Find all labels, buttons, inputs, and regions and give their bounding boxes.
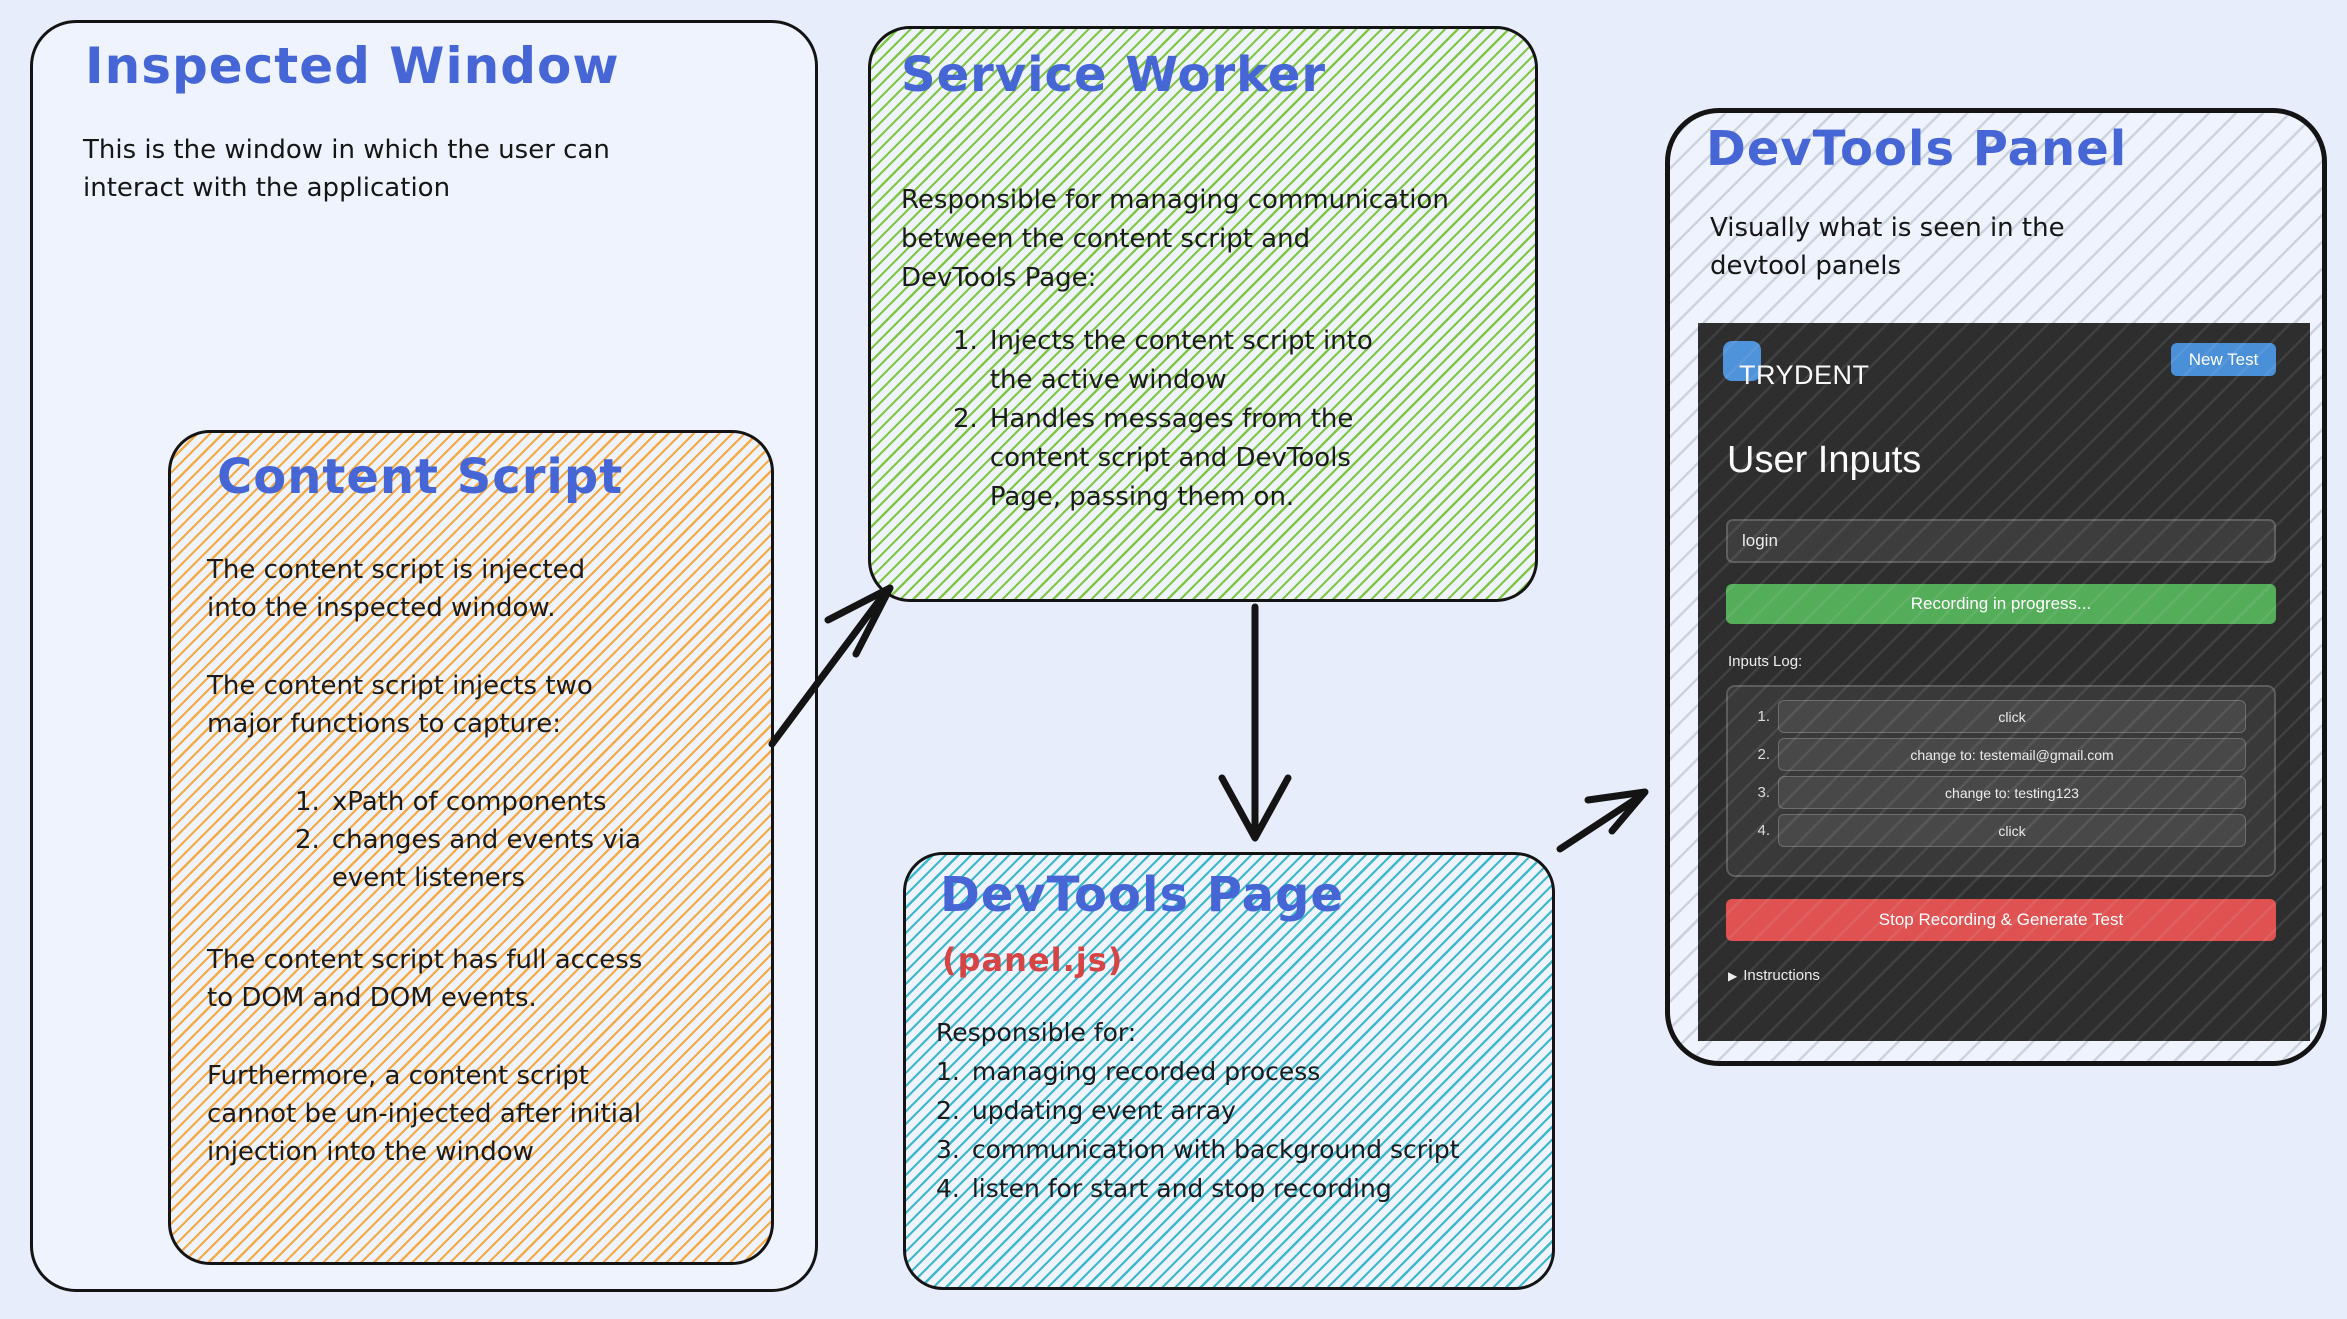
devtools-page-subtitle: (panel.js)	[942, 941, 1124, 979]
new-test-button[interactable]: New Test	[2171, 343, 2276, 376]
service-worker-intro: Responsible for managing communication b…	[901, 185, 1449, 293]
devtools-page-box: DevTools Page (panel.js) Responsible for…	[903, 852, 1555, 1290]
arrow-devtools-page-to-devtools-panel	[1556, 788, 1649, 853]
log-entry: click	[1778, 700, 2246, 733]
list-item: 4. listen for start and stop recording	[936, 1174, 1392, 1203]
arrow-service-worker-to-devtools-page	[1218, 603, 1292, 842]
content-script-box: Content Script The content script is inj…	[168, 430, 774, 1265]
list-item: 1. managing recorded process	[936, 1057, 1321, 1086]
log-entry: click	[1778, 814, 2246, 847]
devtools-panel-box: DevTools Panel Visually what is seen in …	[1665, 108, 2327, 1066]
list-item: 1. Injects the content script into the a…	[953, 326, 1373, 395]
list-item: 2. updating event array	[936, 1096, 1236, 1125]
list-item: 2. Handles messages from the content scr…	[953, 404, 1354, 512]
user-inputs-heading: User Inputs	[1727, 439, 1922, 481]
inputs-log-label: Inputs Log:	[1728, 653, 1803, 670]
inspected-window-title: Inspected Window	[85, 37, 620, 95]
devtools-panel-description: Visually what is seen in the devtool pan…	[1710, 213, 2065, 281]
instructions-disclosure[interactable]: ▶ Instructions	[1728, 967, 1820, 984]
list-item: 3. communication with background script	[936, 1135, 1460, 1164]
content-script-list: 1. xPath of components 2. changes and ev…	[295, 783, 737, 897]
log-entry: change to: testemail@gmail.com	[1778, 738, 2246, 771]
trydent-logo-icon	[1723, 341, 1761, 381]
test-name-input[interactable]	[1726, 519, 2276, 563]
devtools-page-title: DevTools Page	[940, 867, 1344, 923]
trydent-app-panel: TRYDENT New Test User Inputs Recording i…	[1698, 323, 2310, 1041]
log-row: 4. click	[1744, 814, 2246, 847]
service-worker-list: 1. Injects the content script into the a…	[953, 322, 1516, 517]
recording-status-button[interactable]: Recording in progress...	[1726, 584, 2276, 624]
inputs-log-list: 1. click 2. change to: testemail@gmail.c…	[1726, 685, 2276, 877]
brand-name: TRYDENT	[1739, 360, 1870, 390]
content-script-title: Content Script	[217, 449, 624, 505]
content-script-paragraph-2: The content script injects two major fun…	[207, 671, 593, 739]
service-worker-title: Service Worker	[901, 47, 1326, 103]
log-row: 2. change to: testemail@gmail.com	[1744, 738, 2246, 771]
disclosure-triangle-icon: ▶	[1728, 969, 1738, 983]
stop-recording-button[interactable]: Stop Recording & Generate Test	[1726, 899, 2276, 941]
inspected-window-description: This is the window in which the user can…	[83, 135, 610, 203]
content-script-paragraph-3: The content script has full access to DO…	[207, 945, 643, 1013]
content-script-paragraph-4: Furthermore, a content script cannot be …	[207, 1061, 642, 1167]
instructions-label: Instructions	[1743, 967, 1820, 984]
devtools-panel-title: DevTools Panel	[1706, 121, 2128, 177]
content-script-paragraph-1: The content script is injected into the …	[207, 555, 586, 623]
list-item: 2. changes and events via event listener…	[295, 825, 641, 893]
devtools-page-intro: Responsible for:	[936, 1018, 1137, 1047]
log-row: 1. click	[1744, 700, 2246, 733]
log-entry: change to: testing123	[1778, 776, 2246, 809]
list-item: 1. xPath of components	[295, 787, 607, 817]
log-row: 3. change to: testing123	[1744, 776, 2246, 809]
service-worker-box: Service Worker Responsible for managing …	[868, 26, 1538, 602]
